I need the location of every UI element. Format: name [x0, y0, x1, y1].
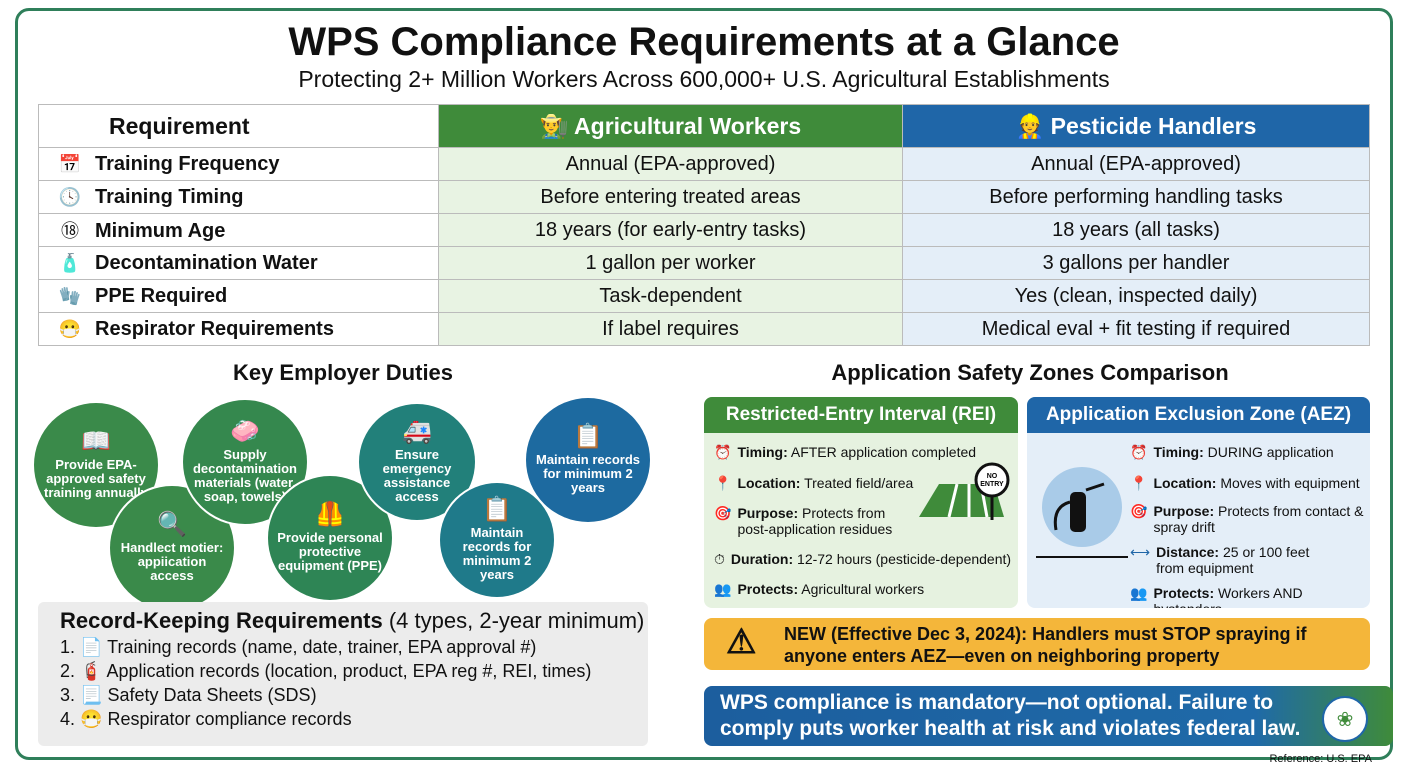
- record-keeping-box: Record-Keeping Requirements (4 types, 2-…: [38, 602, 648, 746]
- list-item: 3. 📃 Safety Data Sheets (SDS): [60, 685, 317, 705]
- gloves-icon: 🧤: [58, 285, 82, 306]
- list-item: 1. 📄 Training records (name, date, train…: [60, 637, 537, 657]
- aez-distance: ⟷Distance: 25 or 100 feet from equipment: [1130, 544, 1310, 576]
- list-item: 2. 🧯 Application records (location, prod…: [60, 661, 592, 681]
- duties-title: Key Employer Duties: [232, 360, 454, 385]
- vest-icon: 🦺: [315, 501, 345, 529]
- list-item: 4. 😷 Respirator compliance records: [60, 709, 352, 729]
- table-header: Requirement 👨‍🌾 Agricultural Workers 👷 P…: [38, 104, 1370, 148]
- location-pin-icon: 📍: [714, 475, 732, 491]
- compliance-banner: WPS compliance is mandatory—not optional…: [704, 686, 1393, 746]
- svg-text:ENTRY: ENTRY: [980, 481, 1004, 488]
- aez-protects: 👥Protects: Workers AND bystanders: [1130, 585, 1370, 608]
- age-18-icon: ⑱: [61, 221, 79, 241]
- rei-timing: ⏰Timing: AFTER application completed: [714, 444, 977, 460]
- alarm-clock-icon: ⏰: [714, 444, 732, 460]
- header-workers: 👨‍🌾 Agricultural Workers: [438, 104, 903, 148]
- header-requirement: Requirement: [38, 104, 439, 148]
- warning-icon: ⚠: [726, 623, 757, 661]
- no-entry-sign: NO: [987, 473, 998, 480]
- people-icon: 👥: [1130, 585, 1148, 601]
- book-icon: 📖: [81, 428, 111, 456]
- stopwatch-icon: ⏱: [714, 551, 725, 567]
- target-icon: 🎯: [1130, 503, 1148, 519]
- page-subtitle: Protecting 2+ Million Workers Across 600…: [298, 66, 1110, 92]
- sheet-icon: 📃: [80, 685, 103, 705]
- page-title: WPS Compliance Requirements at a Glance: [288, 20, 1120, 64]
- aez-panel: Application Exclusion Zone (AEZ) ⏰Timing…: [1027, 397, 1370, 608]
- clipboard-icon: 📋: [573, 423, 603, 451]
- water-bottle-icon: 🧴: [58, 252, 82, 273]
- duty-circle: 📋Maintain records for minimum 2 years: [440, 483, 554, 597]
- magnifier-icon: 🔍: [157, 511, 187, 539]
- aez-purpose: 🎯Purpose: Protects from contact & spray …: [1130, 503, 1364, 535]
- ambulance-icon: 🚑: [402, 418, 432, 446]
- epa-seal-logo: ❀: [1322, 696, 1368, 742]
- clipboard-check-icon: 📋: [482, 496, 512, 524]
- requirements-table: Requirement 👨‍🌾 Agricultural Workers 👷 P…: [38, 104, 1370, 346]
- new-rule-alert: ⚠ NEW (Effective Dec 3, 2024): Handlers …: [704, 618, 1370, 670]
- distance-arrow-icon: ⟷: [1130, 544, 1151, 560]
- document-icon: 📄: [80, 637, 103, 657]
- alarm-clock-icon: ⏰: [1130, 444, 1148, 460]
- rei-title: Restricted-Entry Interval (REI): [704, 397, 1018, 433]
- target-icon: 🎯: [714, 505, 732, 521]
- field-no-entry-icon: NO ENTRY: [919, 462, 1010, 520]
- header-handlers: 👷 Pesticide Handlers: [902, 104, 1370, 148]
- duty-circle: 📋Maintain records for minimum 2 years: [526, 398, 650, 522]
- sprayer-icon: [1036, 467, 1128, 558]
- rei-location: 📍Location: Treated field/area: [714, 475, 914, 491]
- people-icon: 👥: [714, 581, 732, 597]
- rei-purpose: 🎯Purpose: Protects from post-application…: [714, 505, 893, 537]
- farmer-icon: 👨‍🌾: [539, 112, 575, 139]
- infographic-frame: [15, 8, 1393, 760]
- location-pin-icon: 📍: [1130, 475, 1148, 491]
- sprayer-icon: 🧯: [80, 661, 103, 681]
- respirator-icon: 😷: [80, 709, 103, 729]
- respirator-icon: 😷: [58, 318, 82, 339]
- aez-timing: ⏰Timing: DURING application: [1130, 444, 1334, 460]
- record-keeping-title: Record-Keeping Requirements (4 types, 2-…: [60, 608, 645, 633]
- calendar-icon: 📅: [58, 153, 82, 174]
- handler-icon: 👷: [1015, 112, 1051, 139]
- rei-protects: 👥Protects: Agricultural workers: [714, 581, 925, 597]
- clock-check-icon: 🕓: [58, 186, 82, 207]
- soap-icon: 🧼: [230, 418, 260, 446]
- rei-duration: ⏱Duration: 12-72 hours (pesticide-depend…: [714, 551, 1012, 567]
- rei-panel: Restricted-Entry Interval (REI) ⏰Timing:…: [704, 397, 1018, 608]
- zones-title: Application Safety Zones Comparison: [831, 360, 1229, 385]
- duty-circle: 🔍Handlect motier: appiication access: [110, 486, 234, 610]
- duty-circle: 🚑Ensure emergency assistance access: [359, 404, 475, 520]
- aez-location: 📍Location: Moves with equipment: [1130, 475, 1360, 491]
- aez-title: Application Exclusion Zone (AEZ): [1027, 397, 1370, 433]
- reference: Reference: U.S. EPA: [1269, 753, 1372, 765]
